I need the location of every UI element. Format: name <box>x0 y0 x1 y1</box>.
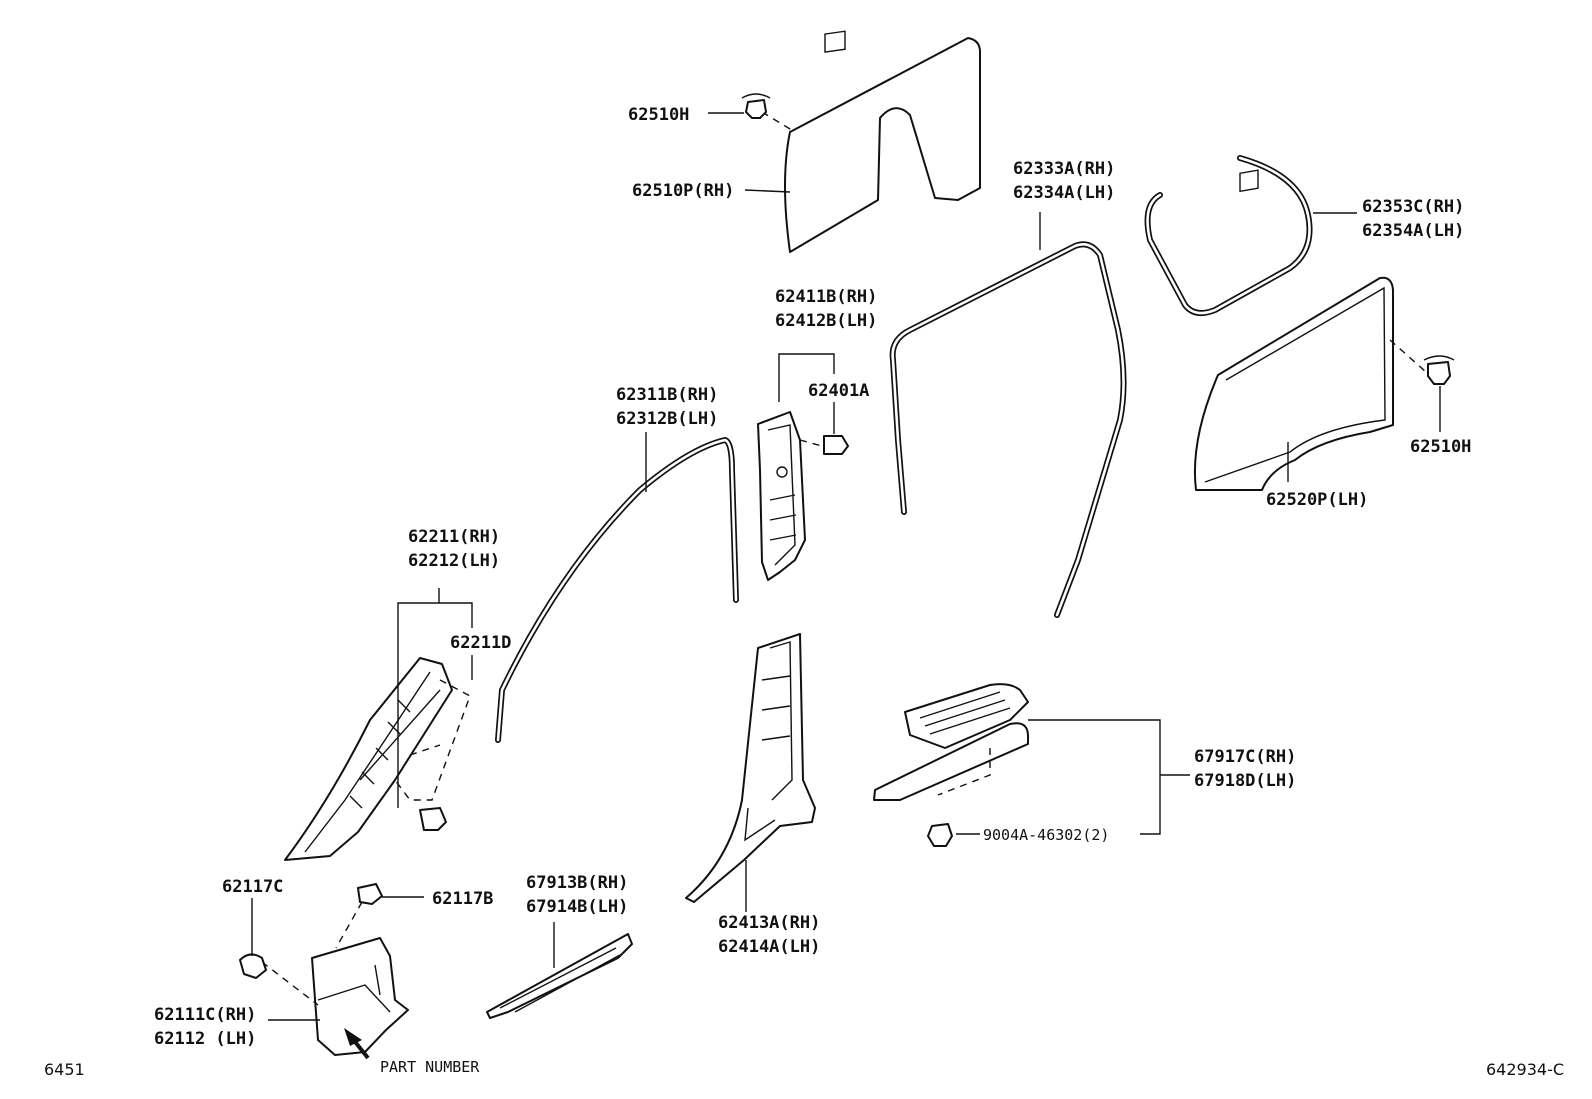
label-62510p: 62510P(RH) <box>632 181 734 201</box>
part-67917c-step-plate <box>873 683 1029 801</box>
label-67917c: 67917C(RH) <box>1194 747 1296 767</box>
clip-62401a <box>799 435 849 455</box>
label-62312b: 62312B(LH) <box>616 409 718 429</box>
label-62211: 62211(RH) <box>408 527 500 547</box>
label-67918d: 67918D(LH) <box>1194 771 1296 791</box>
bracket-62211 <box>397 602 473 808</box>
leader-62510p <box>744 189 791 193</box>
clip-62510h-right <box>1423 355 1455 385</box>
label-62412b: 62412B(LH) <box>775 311 877 331</box>
clip-62117b <box>357 883 383 905</box>
label-62414a: 62414A(LH) <box>718 937 820 957</box>
label-62354a: 62354A(LH) <box>1362 221 1464 241</box>
label-62510h-right: 62510H <box>1410 437 1471 457</box>
label-62112: 62112 (LH) <box>154 1029 256 1049</box>
bracket-62411b <box>778 353 835 402</box>
label-9004a: 9004A-46302(2) <box>983 826 1109 844</box>
label-62117b: 62117B <box>432 889 493 909</box>
bracket-67917c <box>1028 719 1161 835</box>
part-62413a-lower-pillar <box>685 633 816 903</box>
part-62111c-cowl-trim <box>261 901 409 1056</box>
part-67913b-step-plate <box>486 933 633 1019</box>
label-62510h-top: 62510H <box>628 105 689 125</box>
footer-right-code: 642934-C <box>1486 1060 1564 1079</box>
clip-62117c <box>239 953 267 979</box>
label-62311b: 62311B(RH) <box>616 385 718 405</box>
part-62333a-weatherstrip <box>889 241 1127 618</box>
part-62353c-weatherstrip <box>1144 155 1313 317</box>
label-62353c: 62353C(RH) <box>1362 197 1464 217</box>
part-62311b-weatherstrip <box>495 437 739 743</box>
label-part-number: PART NUMBER <box>380 1058 480 1076</box>
label-62413a: 62413A(RH) <box>718 913 820 933</box>
clip-9004a <box>927 823 953 847</box>
label-62411b: 62411B(RH) <box>775 287 877 307</box>
label-62117c: 62117C <box>222 877 283 897</box>
label-62333a: 62333A(RH) <box>1013 159 1115 179</box>
label-67914b: 67914B(LH) <box>526 897 628 917</box>
part-number-arrow <box>344 1028 370 1060</box>
label-62401a: 62401A <box>808 381 869 401</box>
part-62510p-panel <box>761 30 981 253</box>
part-62520p-panel <box>1193 169 1427 491</box>
label-62211d: 62211D <box>450 633 511 653</box>
label-62520p: 62520P(LH) <box>1266 490 1368 510</box>
label-62334a: 62334A(LH) <box>1013 183 1115 203</box>
clip-62211d <box>419 807 447 831</box>
part-62411b-pillar-garnish <box>757 411 806 581</box>
clip-62510h-top <box>741 93 771 119</box>
label-62111c: 62111C(RH) <box>154 1005 256 1025</box>
footer-left-code: 6451 <box>44 1060 85 1079</box>
label-62212: 62212(LH) <box>408 551 500 571</box>
label-67913b: 67913B(RH) <box>526 873 628 893</box>
part-62211-front-pillar <box>284 657 471 861</box>
